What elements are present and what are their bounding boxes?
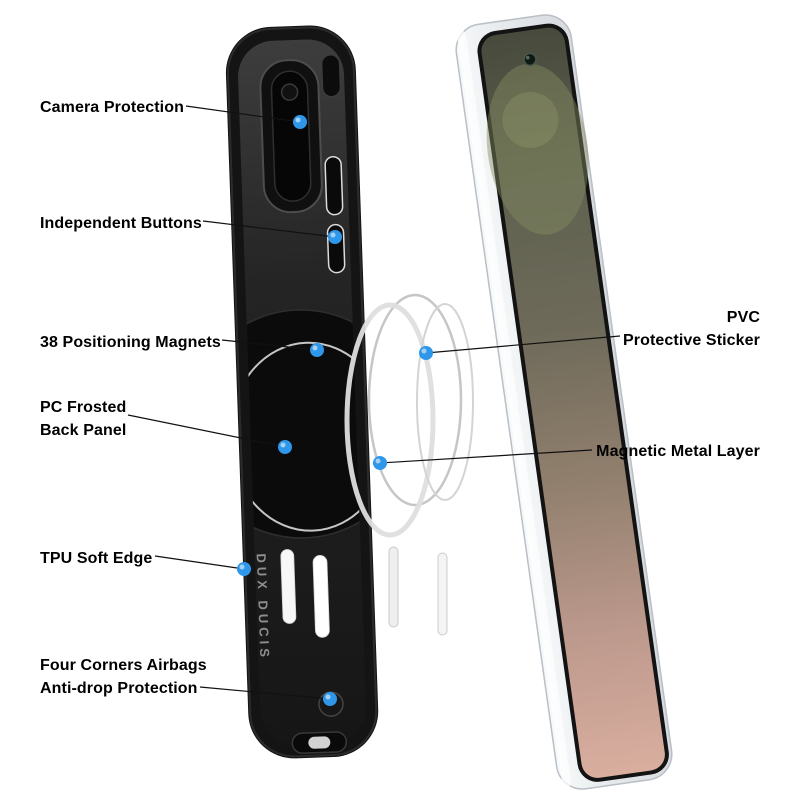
flash-cutout bbox=[320, 53, 342, 98]
case-brand-text: DUX DUCIS bbox=[254, 553, 273, 661]
phone-case: DUX DUCIS bbox=[225, 25, 379, 759]
smartphone bbox=[455, 14, 673, 790]
dot-pc-frosted bbox=[278, 440, 292, 454]
callout-label-magnetic-metal-layer: Magnetic Metal Layer bbox=[596, 443, 760, 460]
alignment-bar-1 bbox=[388, 546, 399, 628]
inner-alignment-ring bbox=[416, 303, 474, 501]
dot-magnetic-metal bbox=[373, 456, 387, 470]
callout-label-tpu-soft-edge: TPU Soft Edge bbox=[40, 550, 153, 567]
line-pvc-sticker bbox=[425, 335, 621, 354]
line-camera-protection bbox=[185, 105, 301, 123]
front-camera-glint bbox=[525, 55, 530, 60]
dot-independent-buttons bbox=[328, 230, 342, 244]
alignment-bar-2 bbox=[437, 552, 448, 636]
callout-label-pvc-protective-sticker: PVC Protective Sticker bbox=[623, 309, 760, 350]
line-magnetic-metal bbox=[379, 449, 593, 464]
pvc-sticker-ring bbox=[344, 302, 436, 538]
front-camera-icon bbox=[523, 52, 537, 67]
callout-label-four-corners-airbags: Four Corners Airbags Anti-drop Protectio… bbox=[40, 657, 207, 698]
line-pc-frosted bbox=[127, 414, 286, 448]
dot-camera-protection bbox=[293, 115, 307, 129]
magnet-plate-rim bbox=[236, 309, 368, 539]
magnetic-metal-ring bbox=[367, 293, 463, 507]
volume-button bbox=[324, 155, 344, 216]
phone-screen bbox=[481, 27, 665, 778]
line-tpu-soft-edge bbox=[154, 555, 245, 570]
callout-label-pc-frosted-back-panel: PC Frosted Back Panel bbox=[40, 399, 127, 440]
dot-positioning-magnets bbox=[310, 343, 324, 357]
line-positioning-magnets bbox=[221, 339, 318, 351]
case-reflection-pill-2 bbox=[312, 555, 330, 638]
port-highlight bbox=[308, 736, 331, 749]
callout-dots bbox=[237, 115, 433, 706]
callout-label-independent-buttons: Independent Buttons bbox=[40, 215, 202, 232]
camera-lens-icon bbox=[280, 83, 299, 101]
magsafe-exploded-layers bbox=[344, 293, 474, 636]
callout-label-camera-protection: Camera Protection bbox=[40, 99, 184, 116]
line-independent-buttons bbox=[202, 220, 336, 238]
dot-pvc-sticker bbox=[419, 346, 433, 360]
callout-lines bbox=[127, 105, 621, 700]
screen-glare bbox=[502, 91, 559, 148]
camera-lens-strip bbox=[270, 70, 312, 202]
phone-frame-highlight bbox=[456, 30, 572, 788]
dot-four-corners bbox=[323, 692, 337, 706]
line-four-corners bbox=[199, 686, 331, 700]
callout-label-positioning-magnets: 38 Positioning Magnets bbox=[40, 334, 221, 351]
dot-tpu-soft-edge bbox=[237, 562, 251, 576]
magsafe-printed-ring bbox=[236, 341, 368, 532]
case-reflection-pill-1 bbox=[280, 549, 297, 624]
screen-flare bbox=[486, 63, 589, 235]
case-edge-sheen bbox=[226, 26, 378, 758]
